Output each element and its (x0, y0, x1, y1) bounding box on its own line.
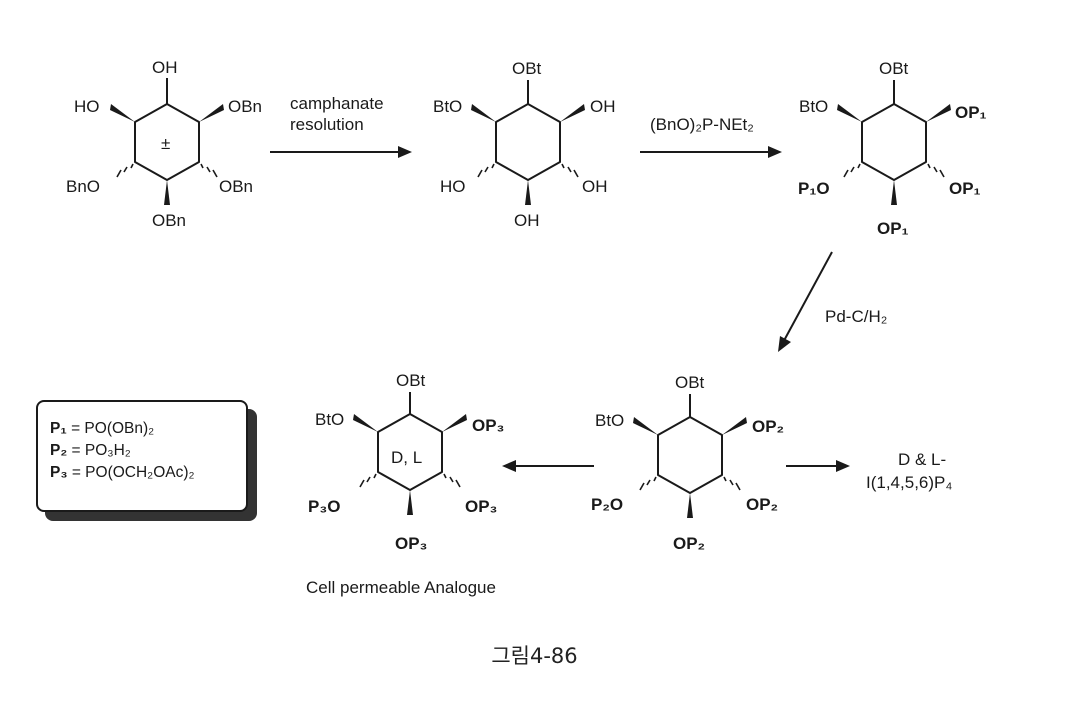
wedge-bond (407, 490, 413, 515)
substituent-label: P₂O (591, 495, 623, 514)
analogue-label: Cell permeable Analogue (306, 578, 496, 597)
product-label-line1: D & L- (898, 450, 947, 469)
hash-bond (927, 163, 945, 178)
wedge-bond (353, 414, 378, 432)
racemic-symbol: ± (161, 134, 170, 153)
substituent-label: OBt (512, 59, 542, 78)
substituent-label: P₃O (308, 497, 340, 516)
legend-row-p2: P₂ = PO₃H₂ (50, 442, 131, 460)
wedge-bond (722, 417, 747, 435)
substituent-label: OP₁ (949, 179, 981, 198)
hash-bond (639, 476, 657, 491)
substituent-label: OP₁ (877, 219, 909, 238)
legend-row-p1: P₁ = PO(OBn)₂ (50, 420, 154, 438)
substituent-label: OP₁ (955, 103, 987, 122)
substituent-label: OP₃ (395, 534, 427, 553)
hash-bond (116, 163, 134, 178)
molecule-2-diol-bt: OBt BtO OH HO OH OH (433, 59, 616, 230)
molecule-3-p1-protected: OBt BtO OP₁ P₁O OP₁ OP₁ (798, 59, 987, 238)
substituent-label: OBt (675, 373, 705, 392)
hash-bond (561, 163, 579, 178)
substituent-label: HO (74, 97, 100, 116)
hash-bond (723, 476, 741, 491)
protecting-group-legend: P₁ = PO(OBn)₂ P₂ = PO₃H₂ P₃ = PO(OCH₂OAc… (36, 400, 248, 512)
reagent-label: (BnO)₂P-NEt₂ (650, 115, 754, 134)
hash-bond (843, 163, 861, 178)
cyclohexane-ring (657, 416, 723, 494)
substituent-label: OP₂ (746, 495, 778, 514)
wedge-bond (633, 417, 658, 435)
cyclohexane-ring (861, 103, 927, 181)
substituent-label: OP₃ (472, 416, 504, 435)
substituent-label: OBt (396, 371, 426, 390)
arrow-head (768, 146, 782, 158)
wedge-bond (199, 104, 224, 122)
arrow-head (778, 336, 791, 352)
substituent-label: BtO (433, 97, 462, 116)
arrow-head (836, 460, 850, 472)
wedge-bond (164, 180, 170, 205)
substituent-label: P₁O (798, 179, 830, 198)
hash-bond (443, 473, 461, 488)
legend-value: = PO₃H₂ (71, 442, 131, 459)
wedge-bond (926, 104, 951, 122)
wedge-bond (837, 104, 862, 122)
wedge-bond (442, 414, 467, 432)
substituent-label: OH (514, 211, 540, 230)
legend-key: P₃ (50, 464, 68, 481)
legend-key: P₁ (50, 420, 67, 437)
reagent-label: camphanate (290, 94, 384, 113)
substituent-label: BnO (66, 177, 100, 196)
substituent-label: OP₃ (465, 497, 497, 516)
substituent-label: OH (152, 58, 178, 77)
cyclohexane-ring (495, 103, 561, 181)
substituent-label: OBt (879, 59, 909, 78)
figure-caption: 그림4-86 (491, 644, 578, 668)
legend-value: = PO(OBn)₂ (71, 420, 155, 437)
legend-row-p3: P₃ = PO(OCH₂OAc)₂ (50, 464, 195, 482)
reagent-label: Pd-C/H₂ (825, 307, 887, 326)
substituent-label: HO (440, 177, 466, 196)
substituent-label: OH (582, 177, 608, 196)
molecule-1-racemic-tetrabenzyl-inositol: OH HO OBn BnO OBn OBn ± (66, 58, 262, 230)
substituent-label: BtO (595, 411, 624, 430)
wedge-bond (560, 104, 585, 122)
molecule-5-p3-analogue: OBt BtO OP₃ P₃O OP₃ OP₃ D, L (308, 371, 504, 553)
product-label-line2: I(1,4,5,6)P₄ (866, 473, 953, 492)
substituent-label: BtO (315, 410, 344, 429)
substituent-label: OP₂ (673, 534, 705, 553)
wedge-bond (891, 180, 897, 205)
molecule-4-p2-phosphate: OBt BtO OP₂ P₂O OP₂ OP₂ (591, 373, 784, 553)
substituent-label: OH (590, 97, 616, 116)
wedge-bond (525, 180, 531, 205)
legend-key: P₂ (50, 442, 68, 459)
substituent-label: OBn (219, 177, 253, 196)
substituent-label: BtO (799, 97, 828, 116)
wedge-bond (471, 104, 496, 122)
legend-value: = PO(OCH₂OAc)₂ (71, 464, 195, 481)
hash-bond (200, 163, 218, 178)
wedge-bond (687, 493, 693, 518)
wedge-bond (110, 104, 135, 122)
reagent-label: resolution (290, 115, 364, 134)
hash-bond (477, 163, 495, 178)
stereo-label: D, L (391, 448, 422, 467)
hash-bond (359, 473, 377, 488)
arrow-head (502, 460, 516, 472)
arrow-head (398, 146, 412, 158)
substituent-label: OBn (152, 211, 186, 230)
substituent-label: OBn (228, 97, 262, 116)
substituent-label: OP₂ (752, 417, 784, 436)
reaction-arrow (779, 251, 833, 349)
